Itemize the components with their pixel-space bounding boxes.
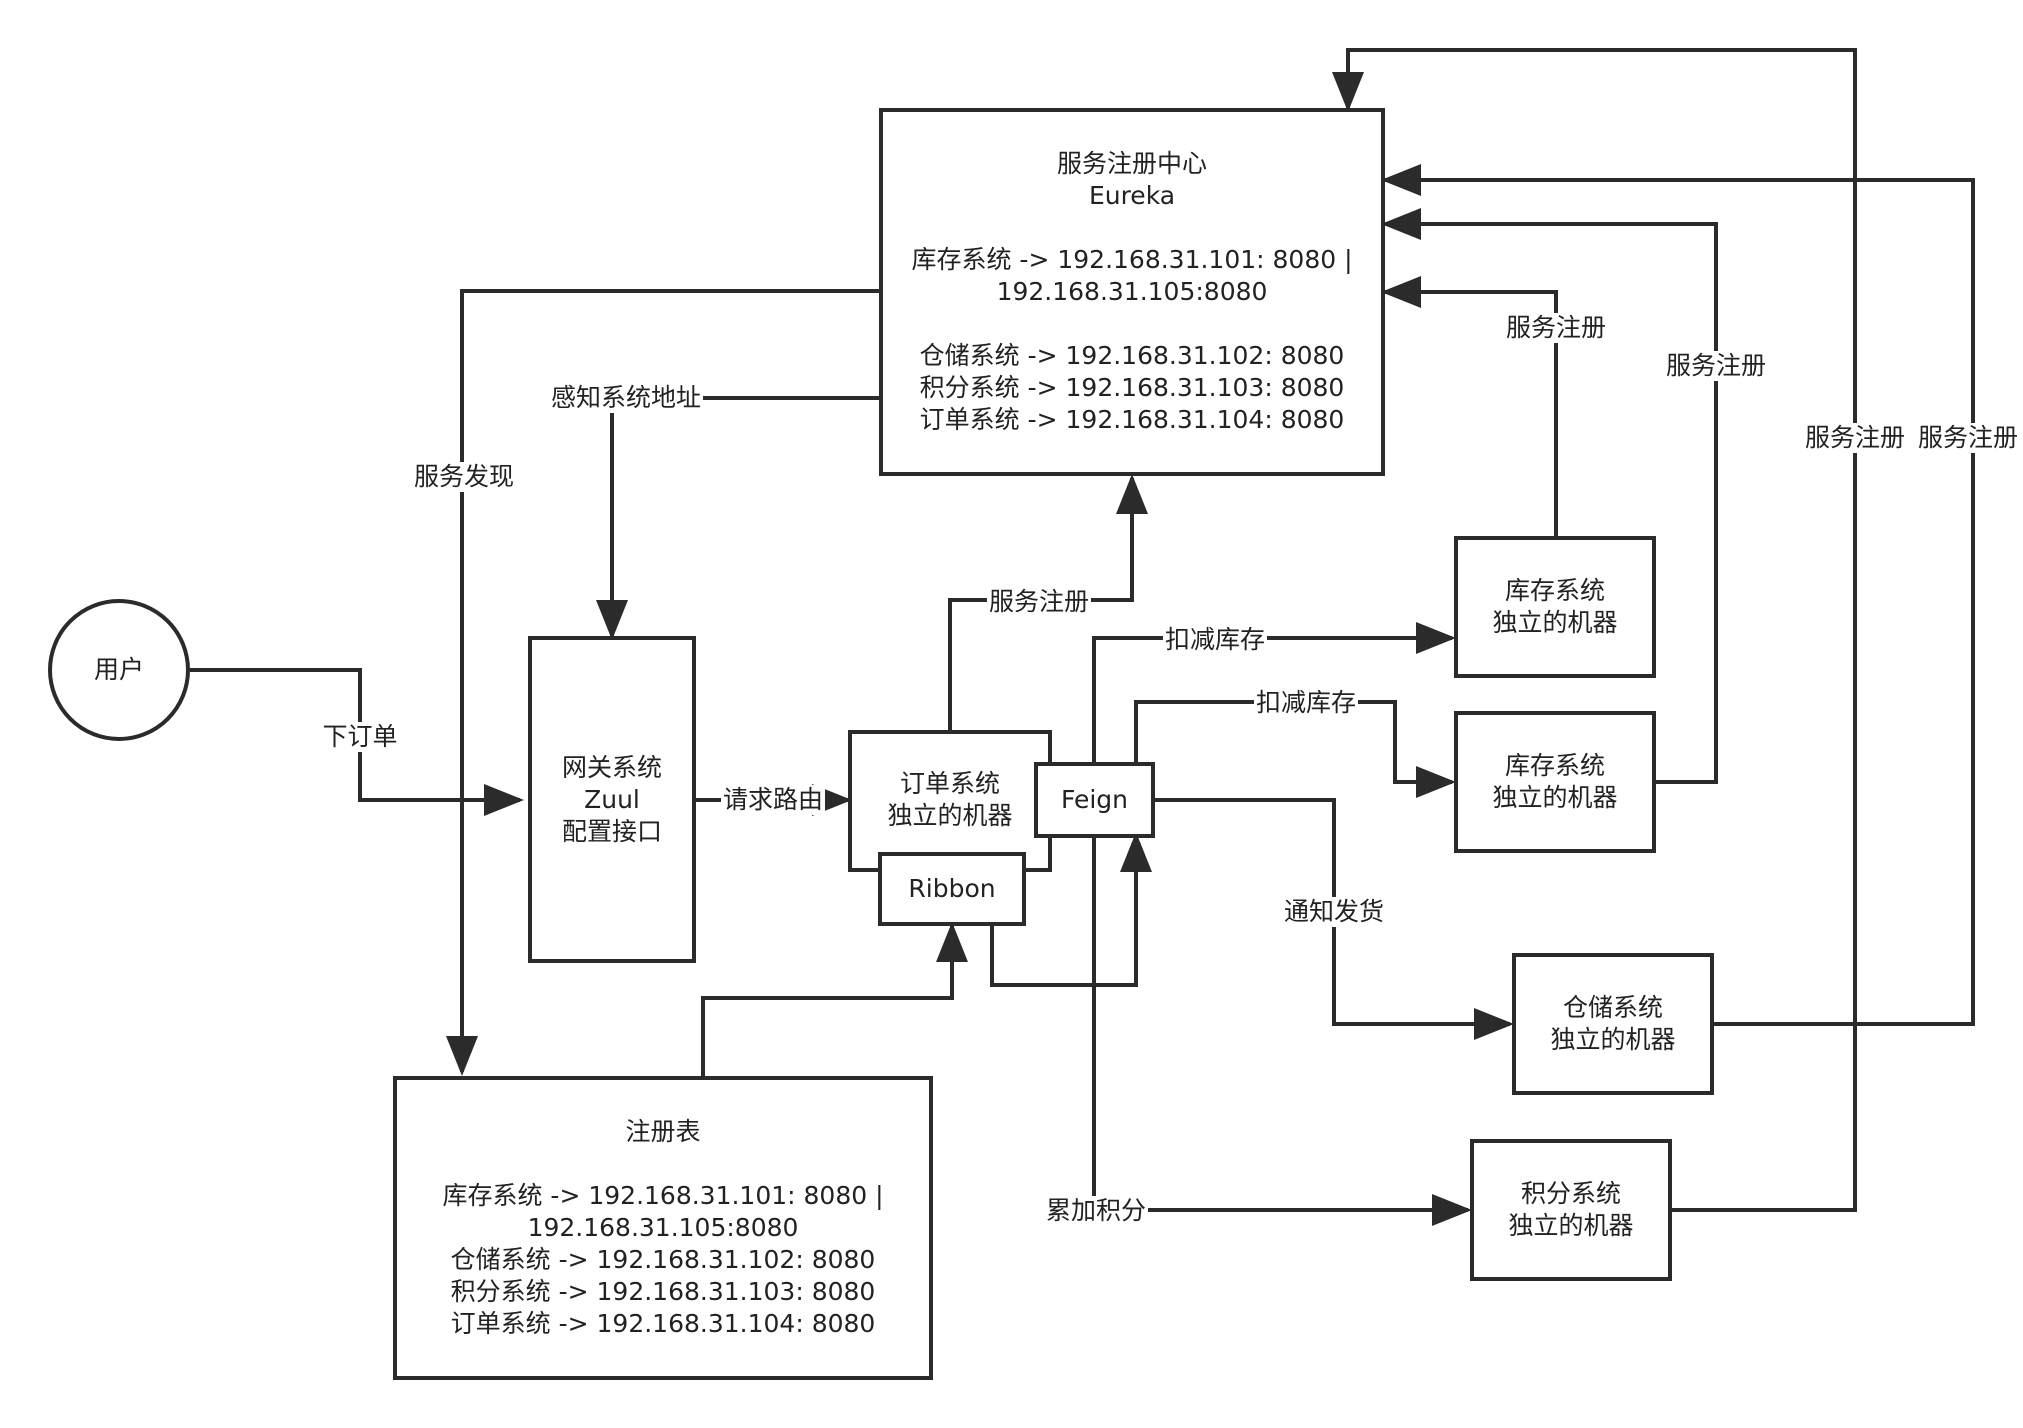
order-node: 订单系统 独立的机器 [848,730,1052,872]
edge-inventory2-to-eureka [1381,208,1718,784]
edge-label-request-routing: 请求路由 [720,785,826,815]
points-line: 积分系统 [1520,1179,1621,1208]
gateway-node: 网关系统 Zuul 配置接口 [528,636,696,963]
edge-warehouse-to-eureka [1381,164,1975,1026]
edge-label-points-register: 服务注册 [1802,423,1908,453]
edge-label-deduct-stock-1: 扣减库存 [1162,625,1268,655]
gateway-line: 网关系统 [561,752,662,782]
edge-label-warehouse-register: 服务注册 [1915,423,2021,453]
edge-label-place-order: 下订单 [320,722,400,752]
edge-ribbon-to-feign [990,832,1152,987]
edge-registry-to-ribbon [701,922,968,1076]
gateway-line: Zuul [584,784,640,814]
user-node: 用户 [48,599,190,741]
registry-line: 注册表 [625,1117,701,1146]
edge-points-to-eureka [1332,48,1857,1212]
ribbon-label: Ribbon [908,874,996,903]
warehouse-line: 仓储系统 [1562,993,1663,1022]
order-line: 独立的机器 [887,801,1013,830]
edge-eureka-to-registry [446,289,879,1076]
order-line: 订单系统 [899,769,1000,798]
edge-feign-to-inventory1 [1092,622,1456,762]
eureka-line: 服务注册中心 [1056,149,1207,178]
inventory2-line: 库存系统 [1504,751,1605,780]
registry-line: 仓储系统 -> 192.168.31.102: 8080 [450,1245,876,1274]
gateway-line: 配置接口 [561,816,662,846]
eureka-line: Eureka [1088,181,1176,210]
inventory2-node: 库存系统 独立的机器 [1454,711,1656,853]
warehouse-node: 仓储系统 独立的机器 [1512,953,1714,1095]
edge-label-notify-ship: 通知发货 [1281,897,1387,927]
registry-node: 注册表 库存系统 -> 192.168.31.101: 8080 | 192.1… [393,1076,933,1380]
eureka-line: 仓储系统 -> 192.168.31.102: 8080 [919,341,1345,370]
edge-feign-to-inventory2 [1134,700,1456,798]
edge-label-add-points: 累加积分 [1043,1196,1149,1226]
ribbon-node: Ribbon [878,852,1026,926]
warehouse-line: 独立的机器 [1550,1025,1676,1054]
eureka-node: 服务注册中心 Eureka 库存系统 -> 192.168.31.101: 80… [879,108,1385,476]
points-node: 积分系统 独立的机器 [1470,1139,1672,1281]
registry-line: 订单系统 -> 192.168.31.104: 8080 [450,1309,876,1338]
inventory1-node: 库存系统 独立的机器 [1454,536,1656,678]
feign-label: Feign [1060,785,1129,814]
edge-label-order-register: 服务注册 [986,587,1092,617]
inventory1-line: 库存系统 [1504,576,1605,605]
edge-label-inventory2-register: 服务注册 [1663,351,1769,381]
edge-eureka-to-gateway [596,396,879,640]
points-line: 独立的机器 [1508,1211,1634,1240]
eureka-line: 192.168.31.105:8080 [996,277,1268,306]
edge-label-deduct-stock-2: 扣减库存 [1253,688,1359,718]
edge-label-inventory1-register: 服务注册 [1503,313,1609,343]
edge-label-service-discovery: 服务发现 [411,462,517,492]
edge-inventory1-to-eureka [1381,276,1558,536]
eureka-line: 积分系统 -> 192.168.31.103: 8080 [919,373,1345,402]
inventory1-line: 独立的机器 [1492,608,1618,637]
registry-line: 192.168.31.105:8080 [527,1213,799,1242]
registry-line: 积分系统 -> 192.168.31.103: 8080 [450,1277,876,1306]
edge-label-perceive-address: 感知系统地址 [548,383,704,413]
feign-node: Feign [1034,762,1155,838]
inventory2-line: 独立的机器 [1492,783,1618,812]
user-label: 用户 [93,655,144,684]
registry-line: 库存系统 -> 192.168.31.101: 8080 | [442,1181,884,1210]
eureka-line: 订单系统 -> 192.168.31.104: 8080 [919,405,1345,434]
eureka-line: 库存系统 -> 192.168.31.101: 8080 | [911,245,1353,274]
